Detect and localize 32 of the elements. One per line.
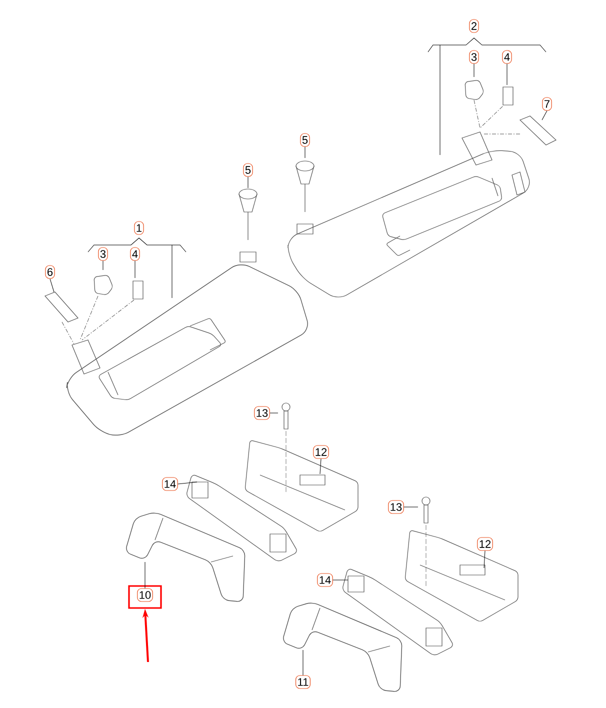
callout-number: 3 bbox=[98, 247, 108, 261]
callout-number: 2 bbox=[469, 19, 479, 33]
callout-number: 5 bbox=[300, 133, 310, 147]
leader-line bbox=[302, 650, 304, 676]
callout-number: 13 bbox=[388, 500, 404, 514]
callout-number: 7 bbox=[542, 97, 552, 111]
leader-line bbox=[144, 562, 146, 588]
callout-number: 6 bbox=[45, 265, 55, 279]
leader-line bbox=[102, 260, 104, 270]
leader-line bbox=[178, 482, 198, 484]
callout-number: 12 bbox=[477, 537, 493, 551]
callout-number: 4 bbox=[130, 247, 140, 261]
callout-number: 10 bbox=[137, 588, 153, 602]
leader-line bbox=[134, 260, 136, 278]
leader-line bbox=[404, 506, 418, 508]
callout-number: 11 bbox=[296, 675, 310, 689]
leader-line bbox=[320, 458, 322, 474]
leader-line bbox=[304, 146, 306, 158]
callout-number: 4 bbox=[502, 50, 512, 64]
leader-line bbox=[50, 278, 54, 292]
callout-number: 12 bbox=[313, 445, 329, 459]
callout-number: 13 bbox=[254, 406, 270, 420]
callout-number: 14 bbox=[317, 573, 333, 587]
leader-line bbox=[506, 64, 508, 86]
leader-line bbox=[542, 110, 548, 120]
callout-number: 14 bbox=[162, 477, 178, 491]
callout-number: 1 bbox=[134, 221, 144, 235]
highlight-box bbox=[128, 585, 162, 609]
leader-line bbox=[270, 412, 278, 414]
leader-line bbox=[484, 550, 486, 568]
callout-number: 5 bbox=[243, 163, 253, 177]
callout-number: 3 bbox=[469, 50, 479, 64]
